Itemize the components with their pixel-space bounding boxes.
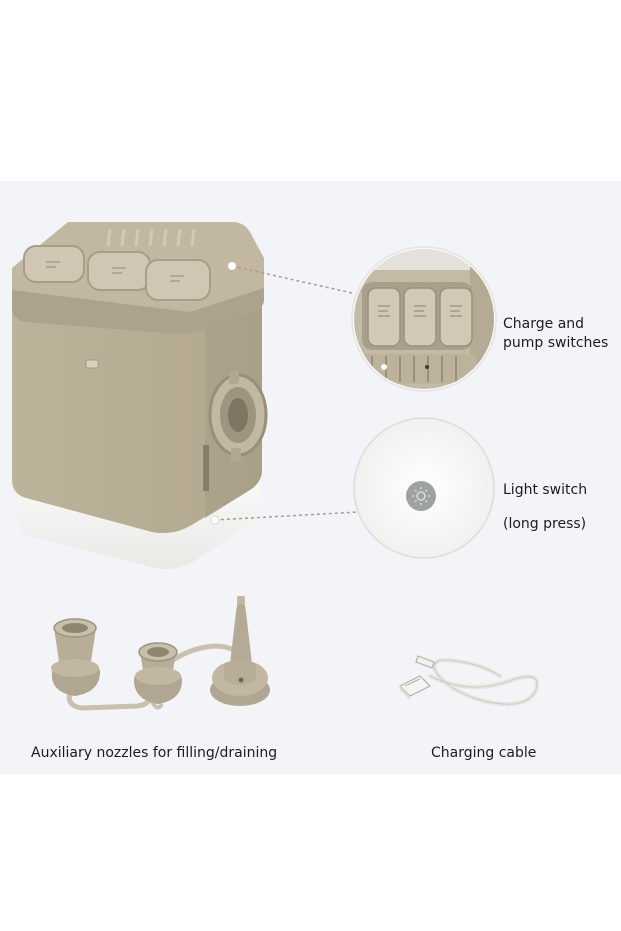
pump-switch-button xyxy=(87,251,151,291)
charge-pump-switches-caption: Charge and pump switches xyxy=(503,316,609,351)
charging-cable xyxy=(398,655,540,707)
auxiliary-nozzles xyxy=(51,596,270,711)
pump-switch-buttons xyxy=(23,245,211,301)
medium-nozzle xyxy=(134,642,182,704)
pump-body xyxy=(12,285,262,534)
nozzles-caption: Auxiliary nozzles for filling/draining xyxy=(31,745,278,761)
wide-nozzle xyxy=(51,618,100,696)
light-switch-button xyxy=(406,481,436,511)
charge-switch-button xyxy=(23,245,85,283)
charging-cable-caption: Charging cable xyxy=(431,745,537,761)
pointed-nozzle xyxy=(210,596,270,706)
sun-icon xyxy=(412,487,430,505)
leader-lines xyxy=(214,265,359,521)
usb-a-plug xyxy=(398,675,432,700)
long-press-caption: (long press) xyxy=(503,516,587,532)
air-pump xyxy=(12,222,268,569)
switches-zoom-circle xyxy=(351,246,497,392)
light-switch-caption: Light switch xyxy=(503,482,588,498)
light-switch-zoom-circle xyxy=(353,417,495,559)
light-callout-dot xyxy=(210,515,220,525)
usb-c-plug xyxy=(415,655,435,669)
mode-switch-button xyxy=(145,259,211,301)
switch-callout-dot xyxy=(228,262,236,270)
air-nozzle-port xyxy=(208,370,268,462)
